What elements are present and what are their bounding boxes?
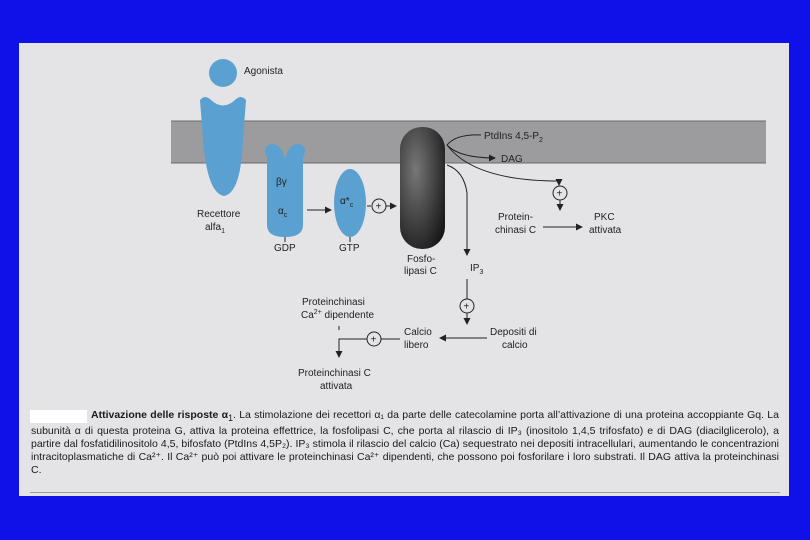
caption-lead: Attivazione delle risposte α bbox=[91, 409, 228, 421]
free-calcium-label-1: Calcio bbox=[404, 327, 432, 338]
svg-text:+: + bbox=[464, 302, 470, 313]
plc-label-1: Fosfo- bbox=[407, 254, 435, 265]
svg-text:+: + bbox=[557, 189, 563, 200]
ca-kinase-active-label-1: Proteinchinasi C bbox=[298, 368, 371, 379]
calcium-stores-label-2: calcio bbox=[502, 340, 528, 351]
phospholipase-c bbox=[400, 127, 445, 249]
calcium-stores-label-1: Depositi di bbox=[490, 327, 537, 338]
ip3-label: IP3 bbox=[470, 263, 483, 276]
agonist-label: Agonista bbox=[244, 66, 283, 77]
protein-kinase-c-label-2: chinasi C bbox=[495, 225, 536, 236]
dag-label: DAG bbox=[501, 154, 523, 165]
gdp-label: GDP bbox=[274, 243, 296, 254]
receptor-label-1: Recettore bbox=[197, 209, 241, 220]
figure-page: Agonista Recettore alfa1 βγ αc GDP α*c G… bbox=[19, 43, 789, 496]
svg-text:+: + bbox=[371, 335, 377, 346]
signaling-diagram: Agonista Recettore alfa1 βγ αc GDP α*c G… bbox=[19, 43, 789, 408]
ca-kinase-label-1: Proteinchinasi bbox=[302, 297, 365, 308]
cell-membrane bbox=[171, 121, 766, 163]
arrow-plc-to-ip3 bbox=[447, 165, 467, 255]
plc-label-2: lipasi C bbox=[404, 266, 437, 277]
gtp-label: GTP bbox=[339, 243, 360, 254]
svg-text:+: + bbox=[376, 202, 382, 213]
pkc-active-label-1: PKC bbox=[594, 212, 615, 223]
alpha1-receptor bbox=[200, 97, 246, 196]
g-beta-gamma-label: βγ bbox=[276, 177, 287, 188]
free-calcium-label-2: libero bbox=[404, 340, 429, 351]
ca-kinase-active-label-2: attivata bbox=[320, 381, 353, 392]
ca-kinase-label-2: Ca2+ dipendente bbox=[301, 309, 374, 321]
receptor-label-2: alfa1 bbox=[205, 222, 225, 235]
agonist-molecule bbox=[209, 59, 237, 87]
figure-caption: Attivazione delle risposte α1. La stimol… bbox=[31, 409, 779, 477]
protein-kinase-c-label-1: Protein- bbox=[498, 212, 533, 223]
pkc-active-label-2: attivata bbox=[589, 225, 622, 236]
bottom-rule bbox=[30, 492, 780, 493]
